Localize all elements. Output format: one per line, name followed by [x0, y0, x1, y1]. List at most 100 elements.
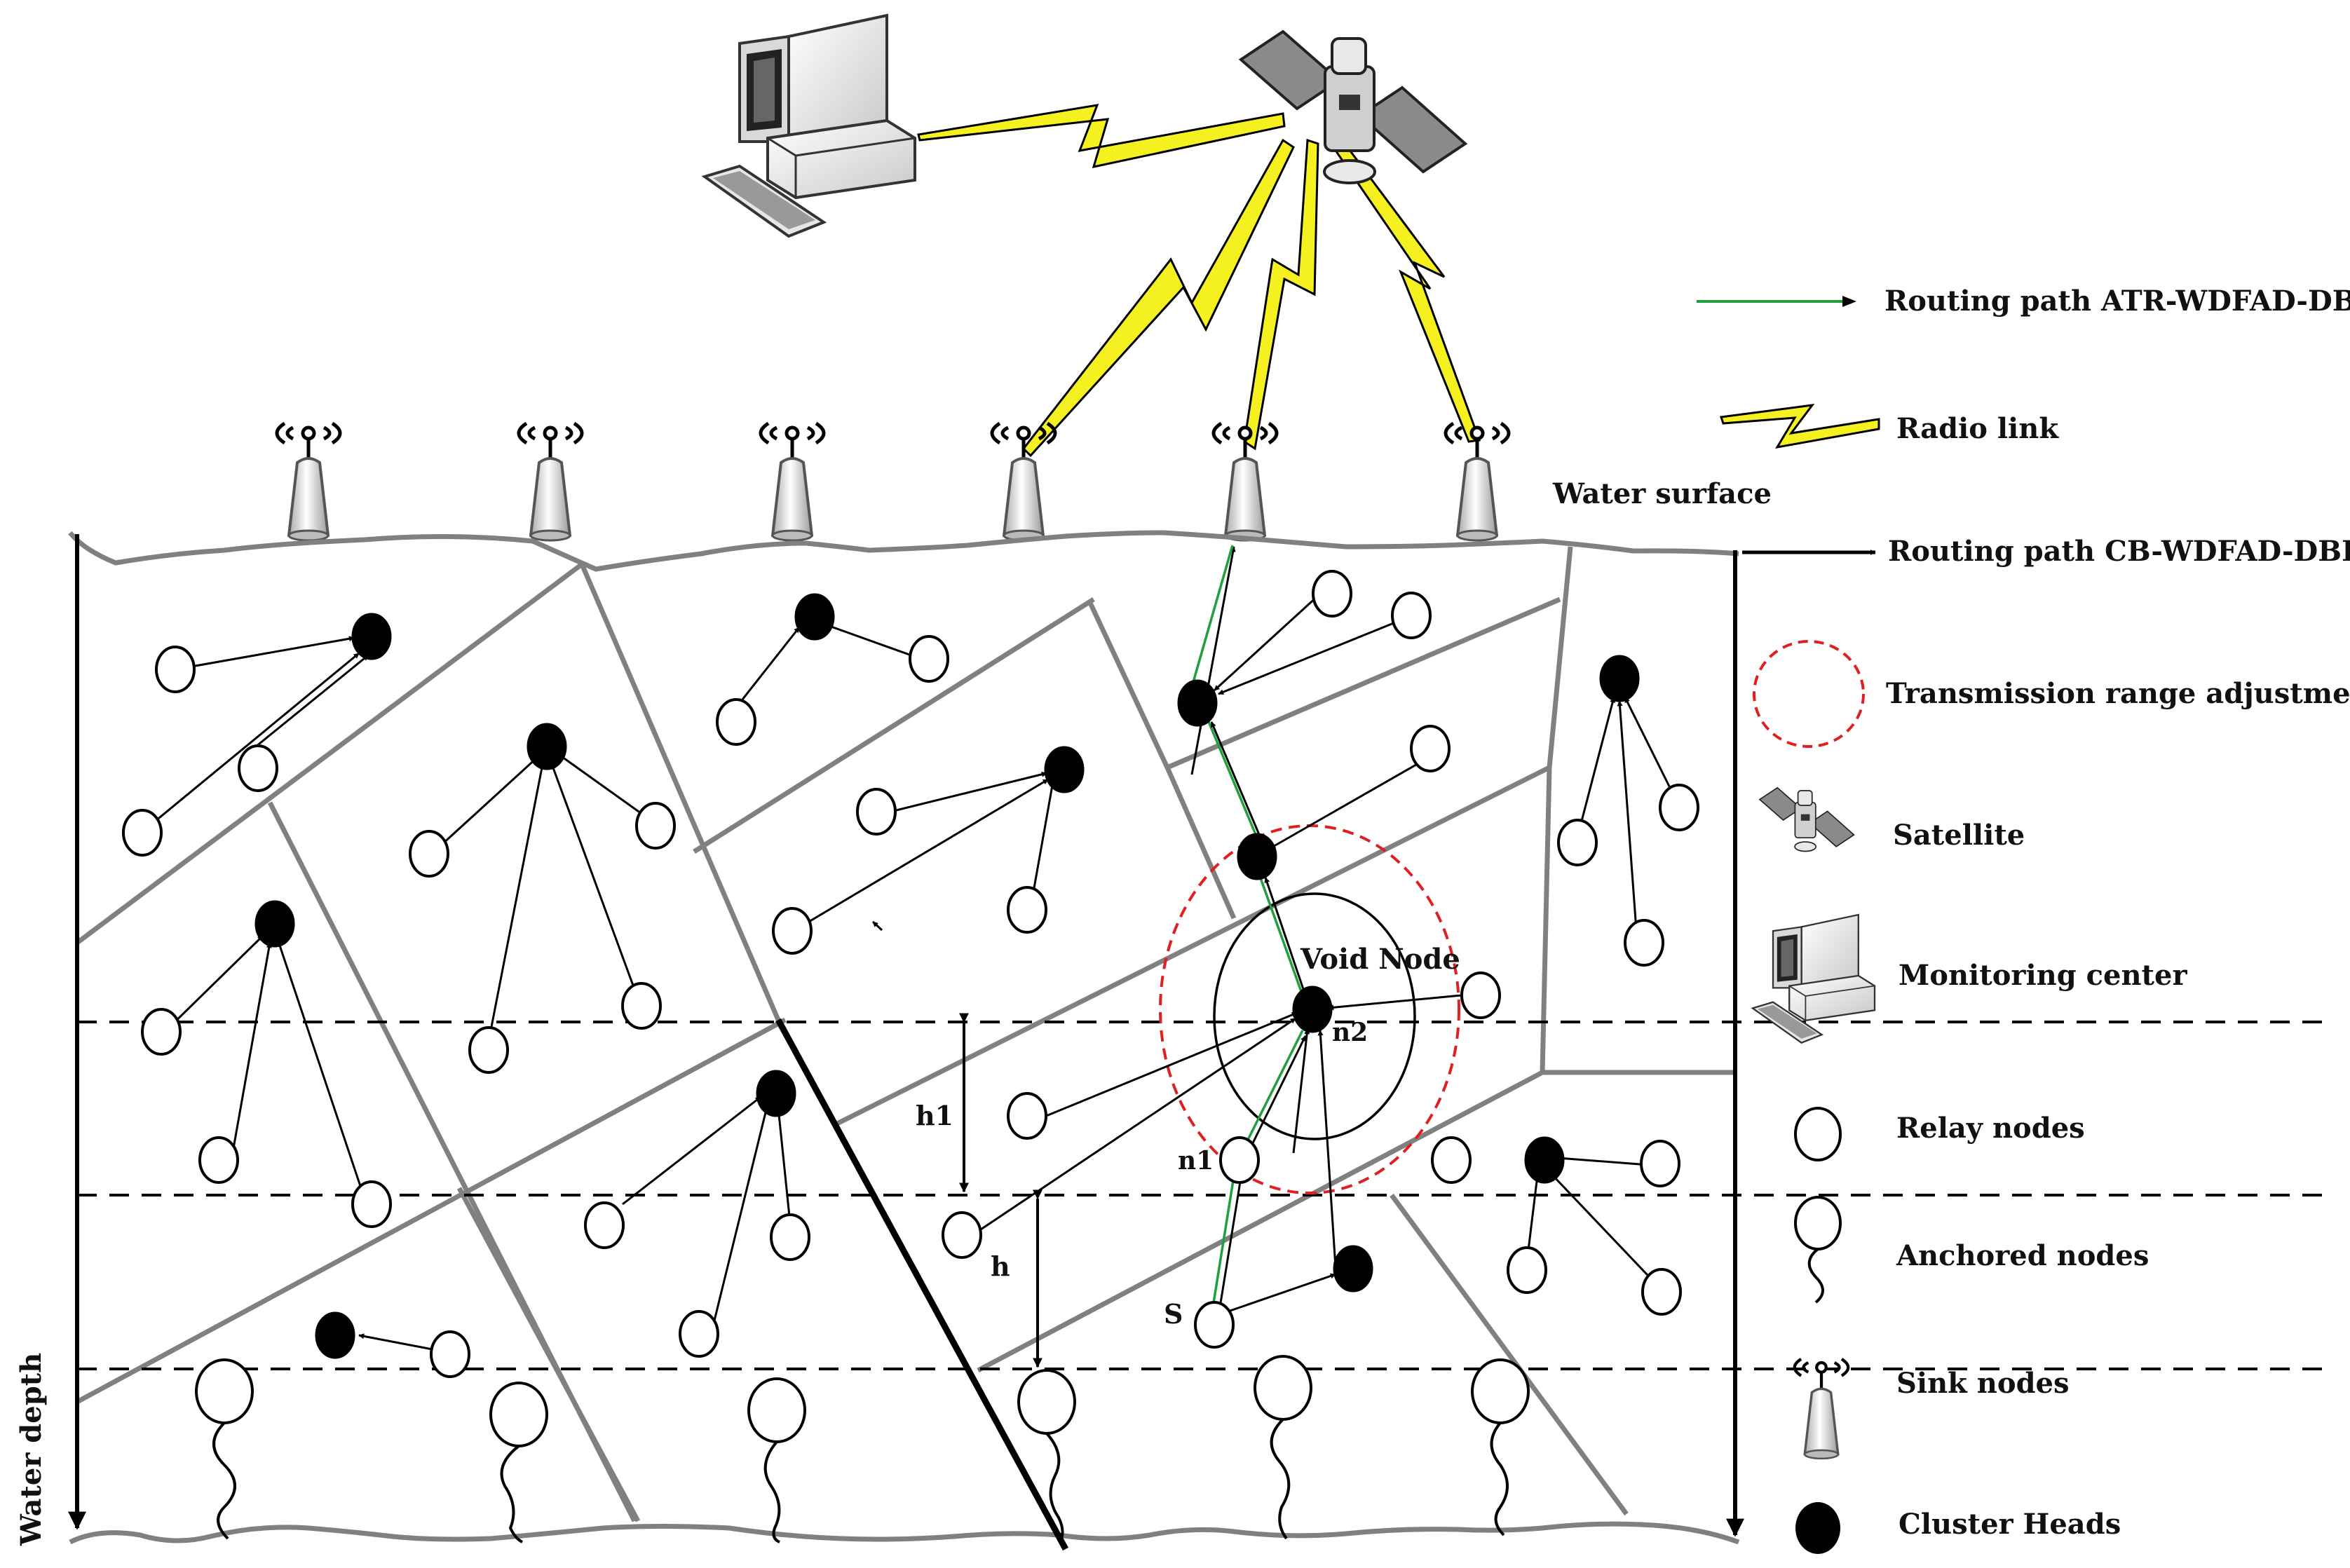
- legend-item-relay-node: Relay nodes: [1794, 1107, 2085, 1161]
- computer-icon: [703, 14, 916, 238]
- cluster-head: [315, 1311, 355, 1359]
- anchored-nodes: [195, 1355, 1530, 1543]
- legend-label: Monitoring center: [1899, 959, 2187, 992]
- legend-item-monitoring-center: Monitoring center: [1751, 913, 2187, 1044]
- cluster-head: [351, 613, 392, 660]
- relay-node: [635, 802, 676, 850]
- relay-node: [238, 744, 278, 792]
- diagram-labels: Void Node n2 n1 S h1 h Water surface Wat…: [15, 477, 1772, 1546]
- legend-item-black-path: Routing path CB-WDFAD-DBR: [1742, 535, 2350, 568]
- relay-node: [430, 1330, 470, 1378]
- legend-item-satellite: Satellite: [1759, 786, 2025, 852]
- anchored-node: [1017, 1369, 1076, 1543]
- legend-label: Routing path ATR-WDFAD-DBR: [1884, 285, 2350, 318]
- legend-label: Cluster Heads: [1899, 1508, 2121, 1541]
- red-dashed-circle-icon: [1753, 640, 1865, 748]
- legend-item-range-circle: Transmission range adjustment: [1753, 640, 2350, 748]
- h-label: h: [991, 1250, 1010, 1282]
- relay-node: [1460, 972, 1501, 1019]
- sink-node: [277, 423, 340, 540]
- cluster-head: [1599, 655, 1640, 702]
- relay-node: [856, 788, 897, 836]
- satellite-icon: [1759, 786, 1855, 852]
- radio-links: [917, 104, 1481, 458]
- seabed-line: [69, 1521, 1740, 1545]
- legend-item-green-path: Routing path ATR-WDFAD-DBR: [1697, 285, 2350, 318]
- relay-node: [909, 635, 949, 683]
- cluster-head: [1333, 1245, 1373, 1293]
- depth-lines: [77, 1021, 2335, 1370]
- source-label: S: [1164, 1298, 1183, 1330]
- radio-link-pc-satellite: [917, 104, 1286, 168]
- anchored-node: [747, 1377, 806, 1543]
- relay-node: [1007, 886, 1047, 934]
- legend-item-anchored-node: Anchored nodes: [1794, 1196, 2149, 1304]
- relay-node: [468, 1026, 509, 1074]
- legend-item-cluster-head: Cluster Heads: [1795, 1502, 2121, 1554]
- void-node-label: Void Node: [1300, 943, 1460, 976]
- legend-label: Anchored nodes: [1896, 1239, 2149, 1272]
- sink-node: [1446, 423, 1509, 540]
- cluster-head: [1177, 679, 1218, 727]
- sink-node: [1214, 423, 1277, 540]
- relay-node: [1557, 819, 1598, 866]
- transmission-range-circle: [1213, 892, 1416, 1140]
- n2-label: n2: [1332, 1018, 1368, 1047]
- anchored-node-icon: [1794, 1196, 1842, 1250]
- legend-label: Sink nodes: [1896, 1367, 2070, 1400]
- n1-label: n1: [1178, 1146, 1214, 1175]
- radio-link-sink5: [1243, 138, 1319, 451]
- sink-node: [761, 423, 824, 540]
- sink-nodes: [277, 423, 1509, 540]
- sink-node: [992, 423, 1055, 540]
- cluster-head: [1524, 1136, 1565, 1184]
- anchored-node: [195, 1358, 254, 1540]
- cluster-head: [756, 1070, 796, 1117]
- relay-node: [122, 809, 163, 857]
- relay-node: [198, 1136, 239, 1184]
- black-routing-path: [1210, 721, 1307, 1308]
- radio-link-icon: [1720, 404, 1880, 449]
- cluster-head-n2-void-node: [1292, 986, 1333, 1033]
- cluster-head-icon: [1795, 1502, 1840, 1554]
- green-routing-path: [1190, 545, 1304, 1308]
- region-border-bold: [775, 1018, 1068, 1551]
- sink-node: [519, 423, 582, 540]
- anchored-node: [1471, 1358, 1530, 1536]
- legend-item-radio-link: Radio link: [1720, 404, 2059, 449]
- legend-label: Satellite: [1893, 819, 2025, 852]
- legend-label: Radio link: [1896, 412, 2059, 445]
- computer-icon: [1751, 913, 1876, 1044]
- relay-node: [716, 698, 756, 746]
- legend-label: Routing path CB-WDFAD-DBR: [1888, 535, 2350, 568]
- radio-link-sink4: [1022, 138, 1295, 458]
- relay-node: [584, 1201, 625, 1249]
- cluster-head: [527, 723, 567, 770]
- h1-label: h1: [916, 1100, 953, 1131]
- relay-node: [1659, 784, 1699, 831]
- cluster-head: [794, 593, 835, 641]
- legend-label: Transmission range adjustment: [1886, 677, 2350, 710]
- relay-node: [1312, 570, 1352, 618]
- relay-node: [770, 1213, 810, 1261]
- relay-node: [409, 830, 449, 878]
- relay-node: [1640, 1140, 1680, 1187]
- relay-node: [942, 1211, 982, 1259]
- water-surface-label: Water surface: [1552, 477, 1772, 510]
- relay-node: [1391, 592, 1432, 639]
- cluster-head: [1237, 833, 1277, 880]
- water-surface-line: [68, 530, 1739, 572]
- sink-node-icon: [1795, 1359, 1849, 1459]
- legend-item-sink-node: Sink nodes: [1795, 1359, 2070, 1459]
- cluster-head: [1044, 746, 1085, 793]
- relay-node-n1: [1219, 1136, 1260, 1184]
- relay-nodes: [122, 570, 1699, 1378]
- routing-arrows: [143, 546, 1680, 1354]
- relay-node: [1507, 1246, 1547, 1294]
- relay-node: [155, 646, 196, 693]
- relay-node: [772, 907, 813, 955]
- relay-node: [1641, 1268, 1682, 1316]
- cluster-heads: [254, 593, 1640, 1359]
- anchored-node: [489, 1382, 548, 1543]
- cluster-head: [254, 900, 295, 948]
